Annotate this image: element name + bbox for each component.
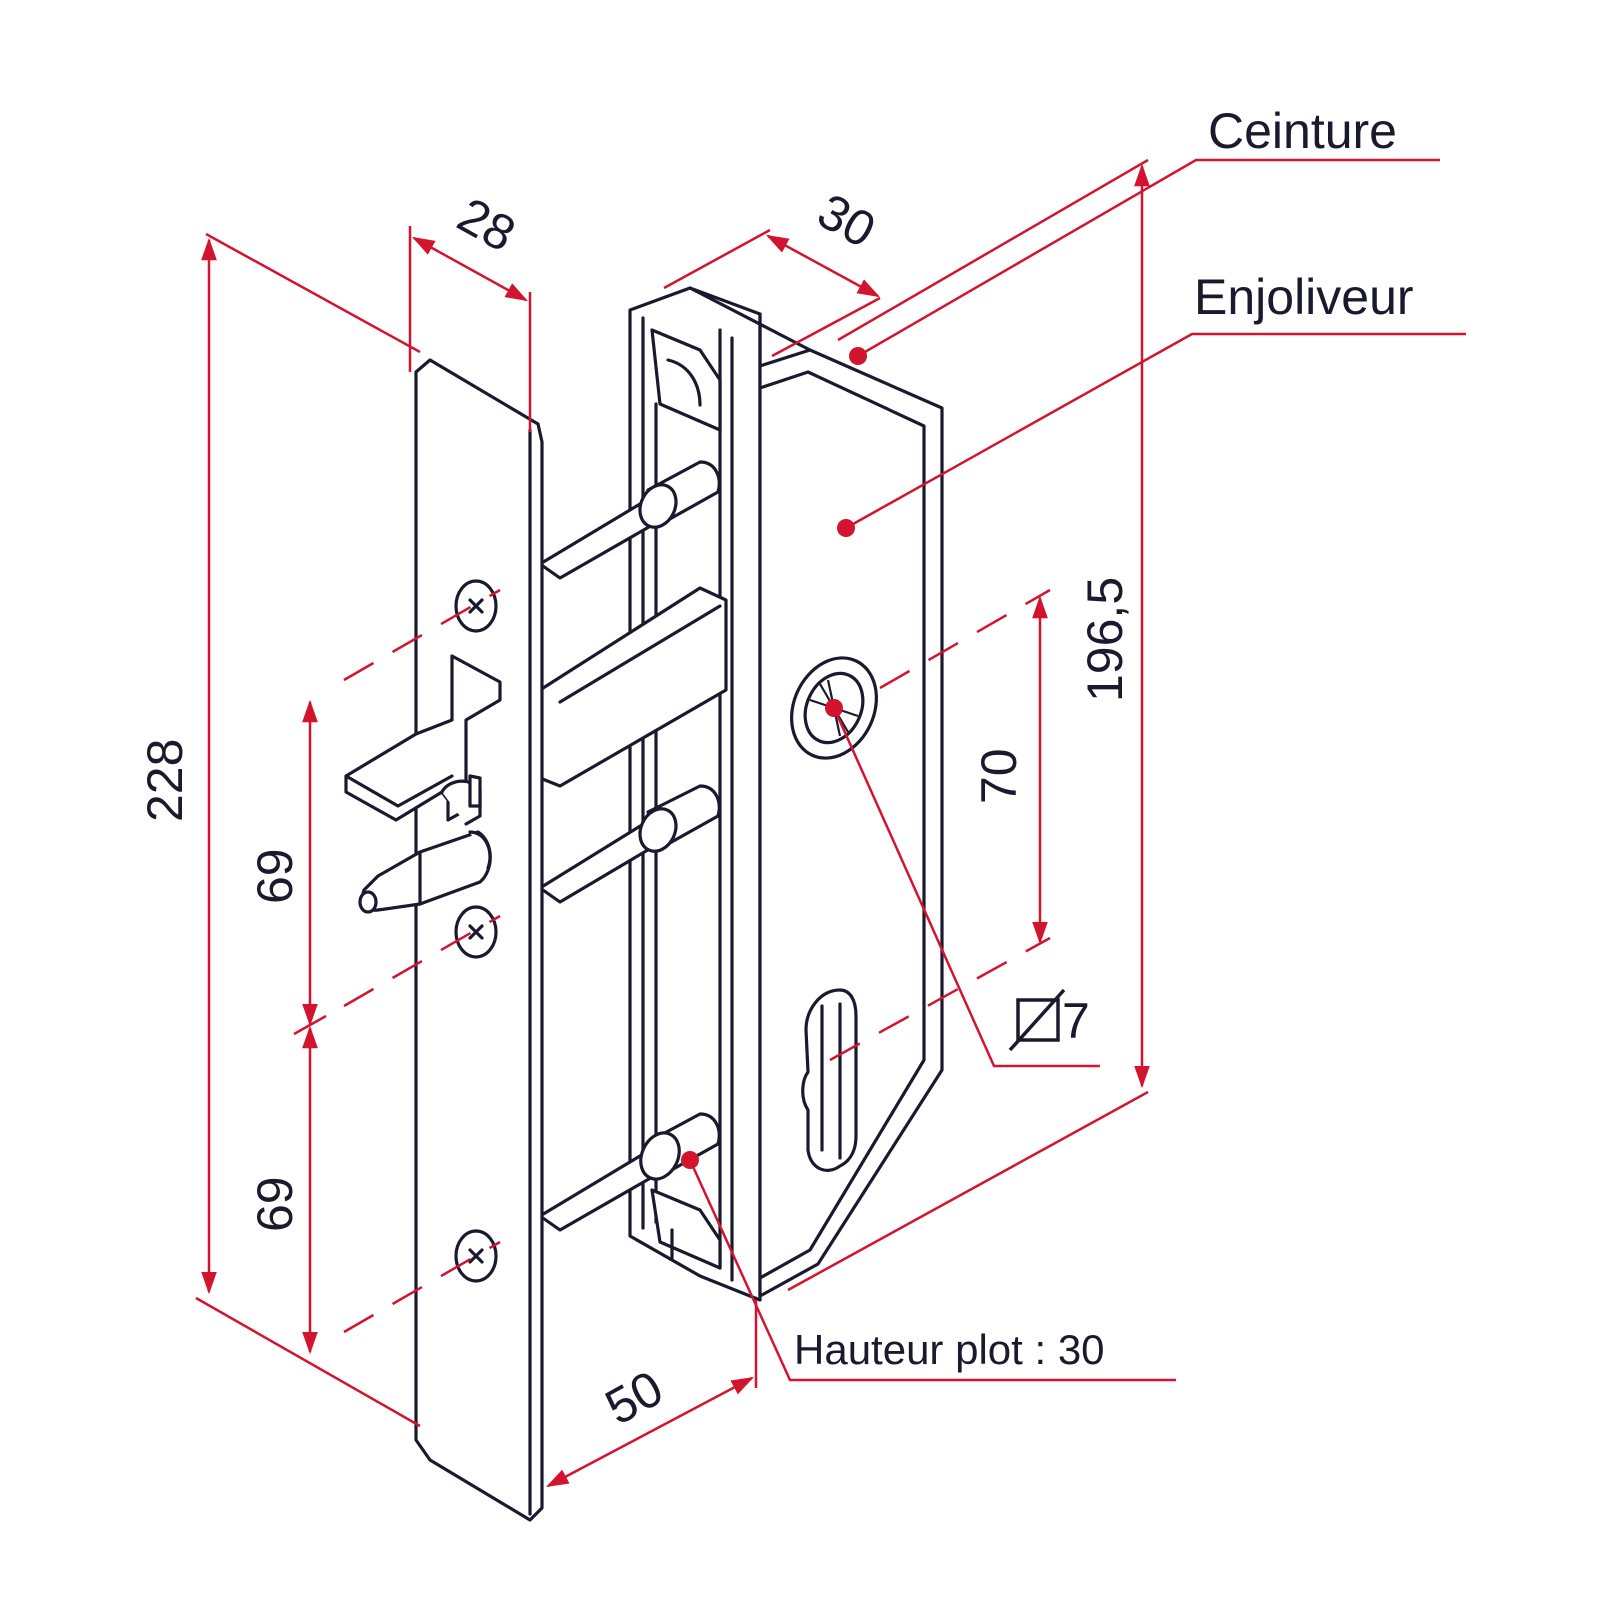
dim-line-30 xyxy=(766,234,880,298)
posts xyxy=(538,460,728,1232)
dim-line-28 xyxy=(412,236,528,302)
dim-69-upper: 69 xyxy=(247,848,303,904)
screw-middle xyxy=(454,905,498,959)
handle-hole xyxy=(790,656,878,760)
leader-hauteur-plot xyxy=(688,1159,1176,1382)
dim-diameter-7: 7 xyxy=(1062,993,1090,1049)
text-labels: Ceinture Enjoliveur Hauteur plot : 30 22… xyxy=(137,103,1414,1436)
guide-pin xyxy=(358,830,492,914)
dim-70: 70 xyxy=(971,748,1027,804)
label-enjoliveur: Enjoliveur xyxy=(1194,269,1414,325)
leader-diameter xyxy=(832,707,1100,1068)
lock-assembly xyxy=(344,286,944,1522)
label-ceinture: Ceinture xyxy=(1208,103,1397,159)
cylinder-cutout xyxy=(801,988,858,1172)
enjoliveur-cover xyxy=(688,286,944,1298)
diameter-symbol-icon xyxy=(1008,988,1066,1052)
dim-line-50 xyxy=(546,1376,754,1488)
dim-196-5: 196,5 xyxy=(1077,577,1133,702)
leader-enjoliveur xyxy=(845,332,1466,530)
dimension-lines xyxy=(195,158,1466,1488)
front-plate xyxy=(344,358,544,1522)
label-hauteur-plot: Hauteur plot : 30 xyxy=(794,1326,1105,1373)
screw-top xyxy=(454,579,498,633)
dim-28: 28 xyxy=(449,187,525,263)
screw-bottom xyxy=(454,1229,498,1283)
dim-228: 228 xyxy=(137,739,193,822)
dim-69-lower: 69 xyxy=(247,1176,303,1232)
dim-50: 50 xyxy=(596,1360,672,1436)
latch-tongue xyxy=(344,654,502,826)
dim-30: 30 xyxy=(809,183,885,259)
leader-ceinture xyxy=(857,158,1440,358)
